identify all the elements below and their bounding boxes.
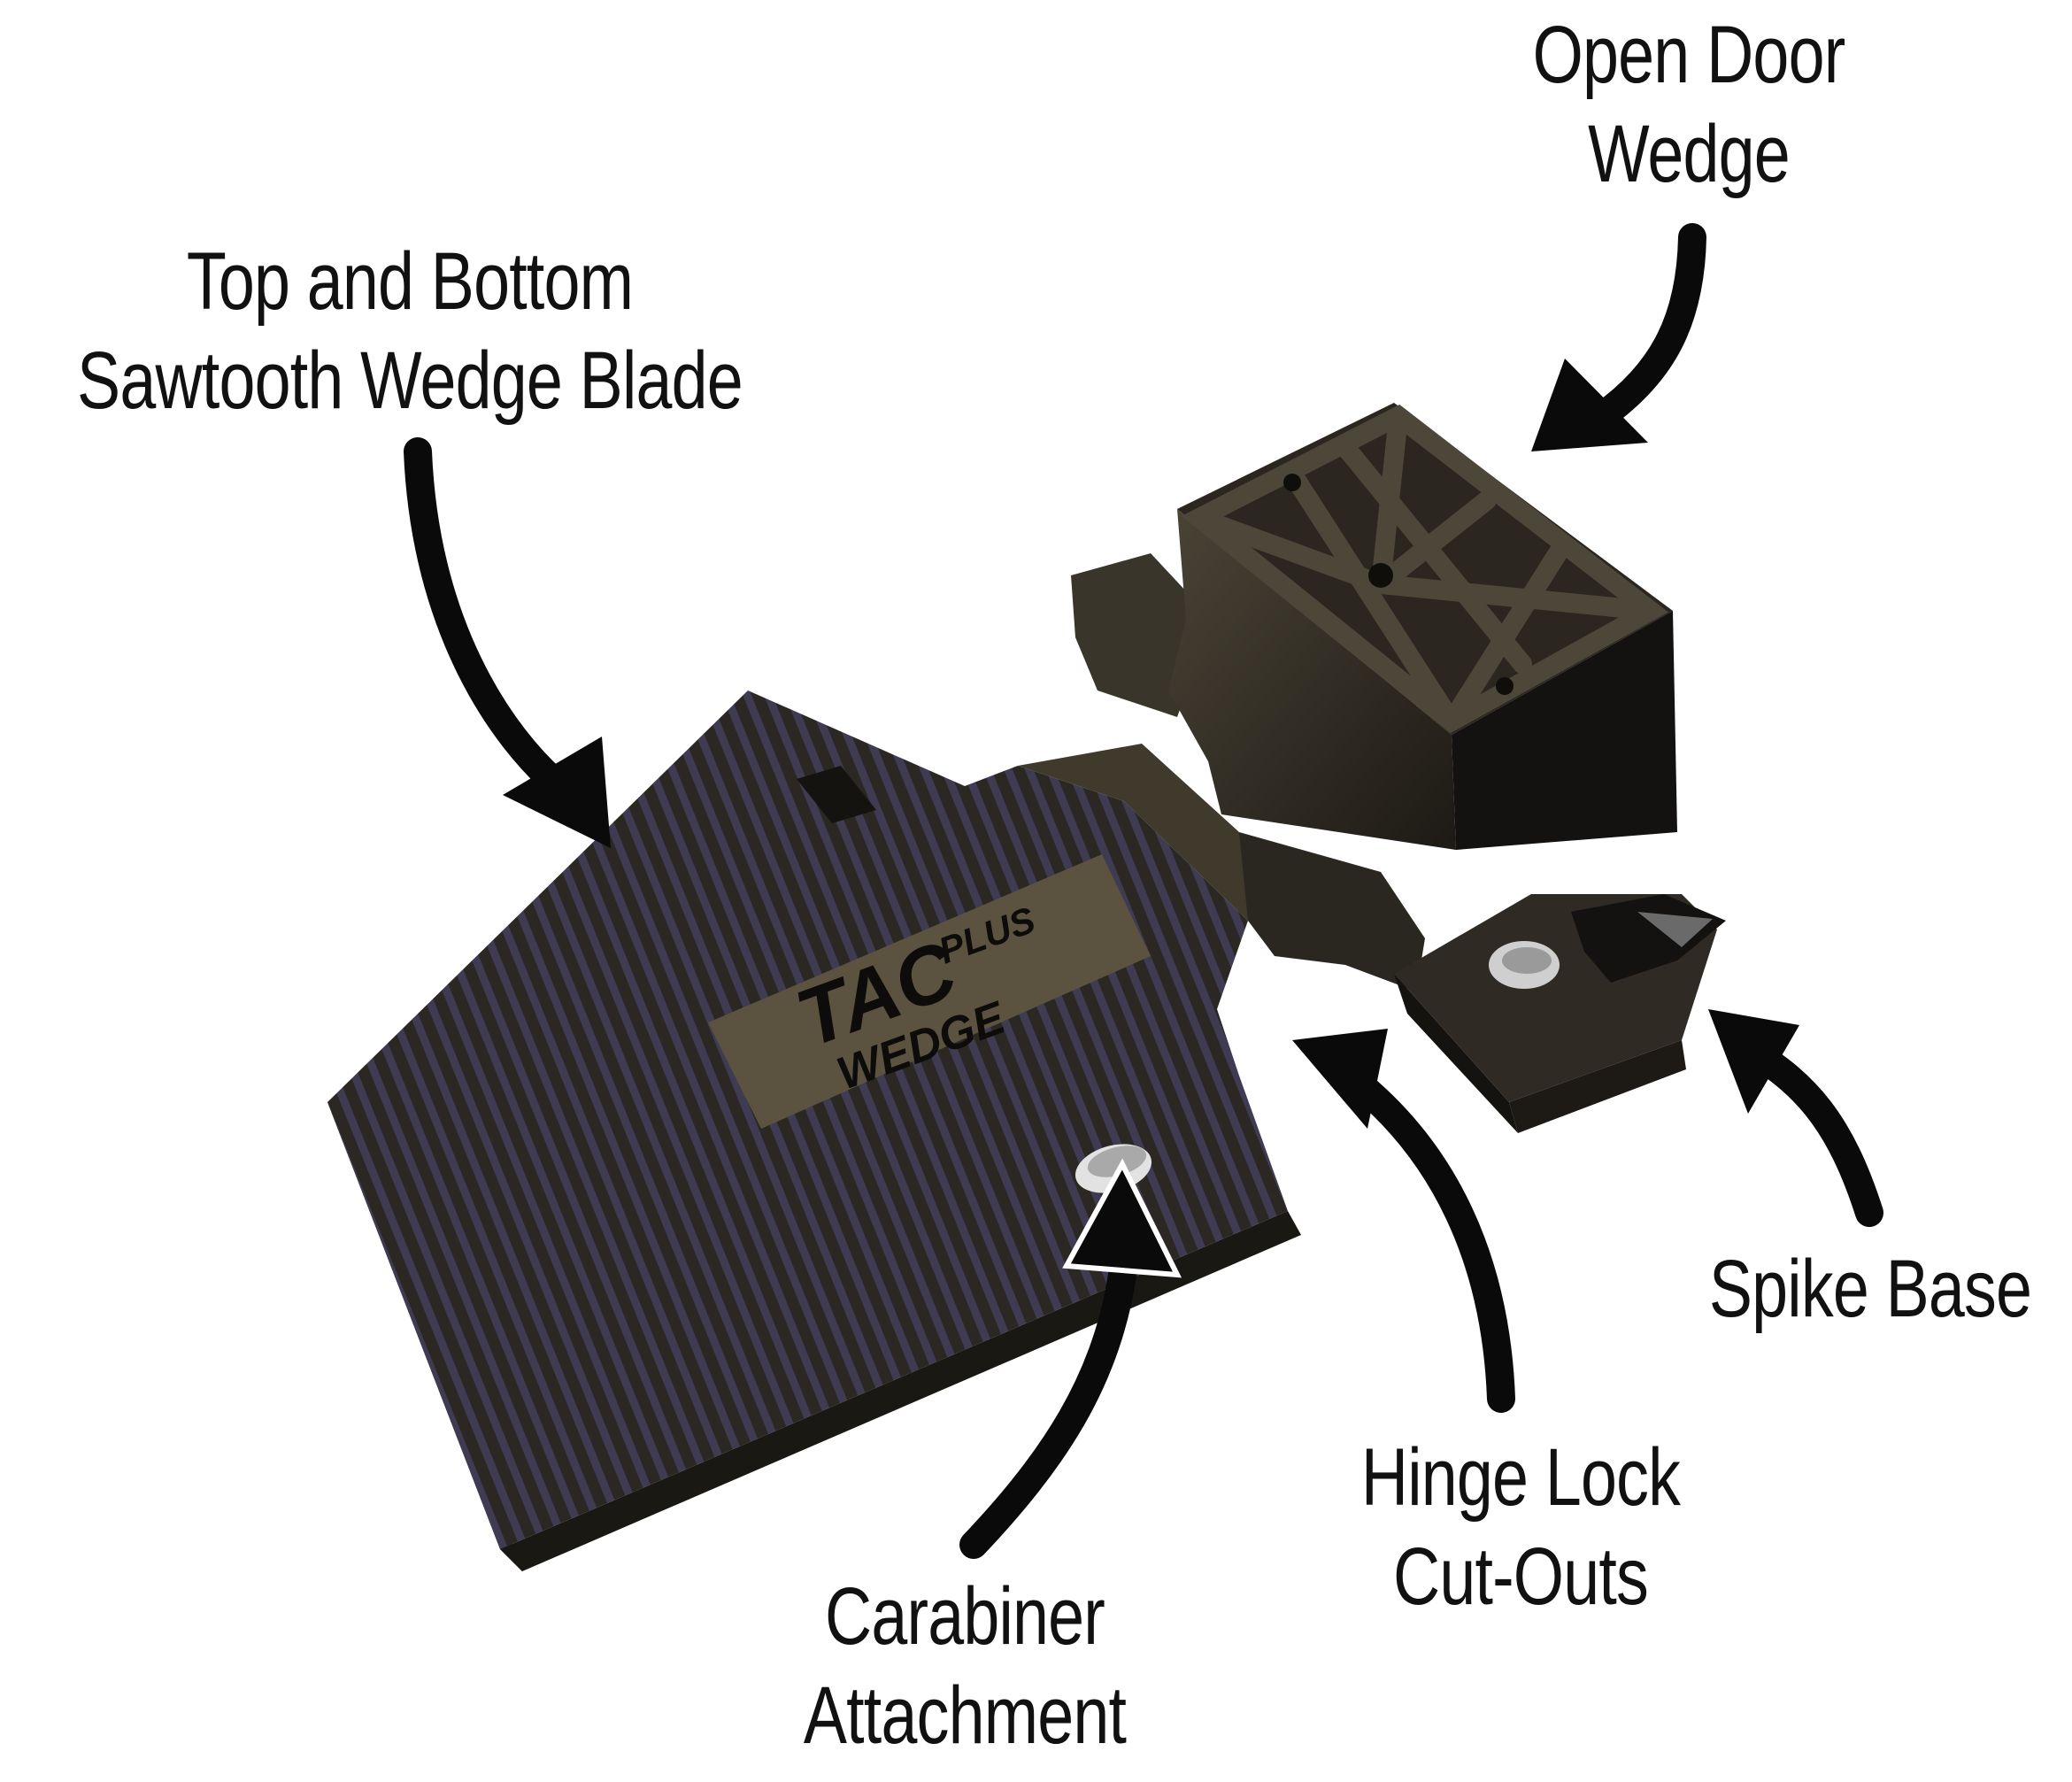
label-blade-line1: Top and Bottom [186,236,634,327]
label-hinge-lock-cutouts: Hinge Lock Cut-Outs [1331,1428,1711,1626]
arrow-blade [404,437,581,806]
blade-slot [797,766,876,823]
label-blade-line2: Sawtooth Wedge Blade [77,336,743,426]
arrow-carabiner [959,1261,1136,1559]
spike-base [1394,894,1726,1133]
label-open-door-wedge: Open Door Wedge [1512,5,1866,204]
label-spike-base: Spike Base [1702,1239,2037,1338]
block-right [1452,611,1677,850]
spike-base-side [1394,974,1518,1133]
blade-front-edge [500,1211,1301,1571]
bridge-top [1018,744,1266,921]
arrowhead-hinge [1292,1029,1388,1129]
block-front [1168,509,1456,850]
label-carabiner-line2: Attachment [803,1670,1127,1761]
arrow-door [1588,223,1706,430]
arrow-hinge [1340,1066,1515,1413]
label-hinge-line2: Cut-Outs [1392,1531,1649,1622]
label-door-line2: Wedge [1588,109,1791,199]
arrowhead-door [1531,359,1648,451]
label-carabiner-line1: Carabiner [825,1571,1105,1662]
label-carabiner-attachment: Carabiner Attachment [788,1567,1142,1765]
label-hinge-line1: Hinge Lock [1360,1432,1681,1523]
arrowhead-spike [1708,1009,1799,1114]
bridge-lower [1239,832,1425,991]
label-spike-line1: Spike Base [1708,1244,2032,1334]
arrow-heads [503,359,1799,1278]
label-sawtooth-wedge-blade: Top and Bottom Sawtooth Wedge Blade [75,232,745,430]
spike-blade [1571,894,1726,983]
label-door-line1: Open Door [1532,10,1846,100]
arrowhead-blade [503,737,611,848]
hinge-bridge [1018,744,1425,991]
logo-plate-shape [708,854,1151,1129]
door-wedge-block [1071,403,1677,850]
arrowhead-carabiner [1062,1158,1182,1278]
spike-base-front [1509,1040,1686,1133]
